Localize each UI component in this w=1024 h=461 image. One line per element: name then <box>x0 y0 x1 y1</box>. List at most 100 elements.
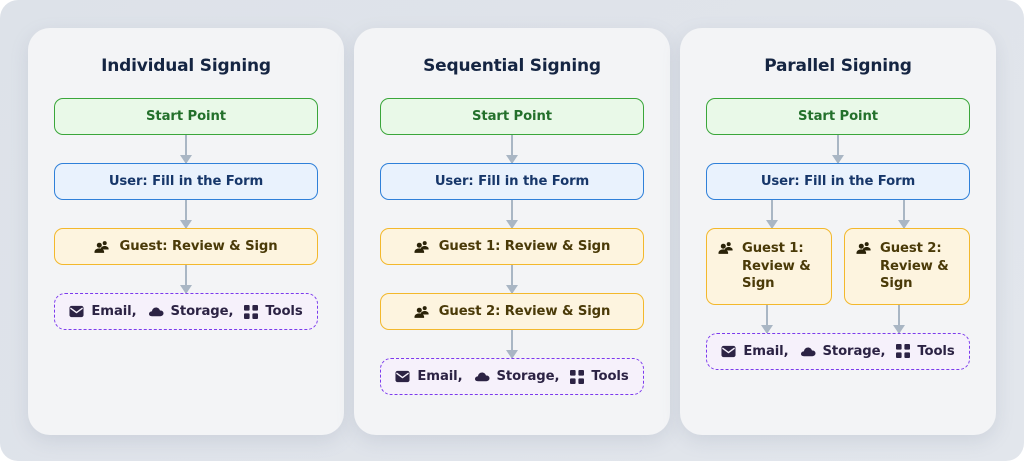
node-integrations[interactable]: Email, Storage, <box>706 332 970 370</box>
arrow-head-icon <box>892 324 905 334</box>
arrow-head-icon <box>766 220 778 230</box>
connector-arrow <box>54 135 318 165</box>
users-icon <box>856 241 872 256</box>
connector-stem <box>765 304 768 333</box>
integration-label: Tools <box>265 304 303 320</box>
node-guest-2-review-sign[interactable]: Guest 2: Review & Sign <box>380 293 644 331</box>
arrow-head-icon <box>506 285 518 295</box>
branch-arrows-split <box>706 200 970 230</box>
integration-label: Email, <box>91 304 137 320</box>
card-title: Sequential Signing <box>423 56 601 76</box>
connector-stem <box>510 135 514 164</box>
integration-storage: Storage, <box>148 304 234 320</box>
parallel-guests-row: Guest 1: Review & Sign Guest 2: Review &… <box>706 228 970 305</box>
arrow-head-icon <box>832 155 844 165</box>
integration-label: Tools <box>917 343 955 359</box>
connector-stem <box>510 330 514 359</box>
branch-arrow-right <box>827 304 970 334</box>
branch-arrow-right <box>838 200 970 230</box>
users-icon <box>94 240 110 255</box>
connector-arrow <box>706 135 970 165</box>
integration-email: Email, <box>69 304 137 320</box>
flow-parallel: Start Point User: Fill in the Form <box>706 98 970 370</box>
node-user-fill-form[interactable]: User: Fill in the Form <box>54 163 318 201</box>
connector-stem <box>902 200 906 229</box>
node-label: Start Point <box>798 109 878 125</box>
users-icon <box>414 305 430 320</box>
arrow-head-icon <box>898 220 910 230</box>
integration-label: Storage, <box>822 343 886 359</box>
arrow-head-icon <box>506 220 518 230</box>
integration-tools: Tools <box>896 343 955 359</box>
node-start-point[interactable]: Start Point <box>54 98 318 136</box>
cards-container: Individual Signing Start Point User: Fil… <box>28 28 996 435</box>
arrow-head-icon <box>506 155 518 165</box>
node-label: User: Fill in the Form <box>108 174 264 190</box>
arrow-head-icon <box>180 220 192 230</box>
connector-arrow <box>380 265 644 295</box>
branch-arrow-left <box>706 200 838 230</box>
flow-sequential: Start Point User: Fill in the Form <box>380 98 644 396</box>
node-label: Guest 2: Review & Sign <box>438 304 611 320</box>
connector-stem <box>770 200 774 229</box>
node-label: Guest: Review & Sign <box>119 239 278 255</box>
envelope-icon <box>721 345 736 358</box>
grid-tools-icon <box>896 344 911 359</box>
integration-email: Email, <box>395 369 463 385</box>
node-guest-2-review-sign[interactable]: Guest 2: Review & Sign <box>844 228 970 305</box>
node-label: Guest 1: Review & Sign <box>742 241 811 292</box>
node-label: Guest 1: Review & Sign <box>438 239 611 255</box>
card-individual-signing: Individual Signing Start Point User: Fil… <box>28 28 344 435</box>
cloud-icon <box>474 371 490 382</box>
integration-label: Email, <box>417 369 463 385</box>
node-integrations[interactable]: Email, Storage, <box>54 293 318 331</box>
cloud-icon <box>800 346 816 357</box>
users-icon <box>718 241 734 256</box>
envelope-icon <box>69 305 84 318</box>
connector-stem <box>184 135 188 164</box>
card-title: Parallel Signing <box>764 56 912 76</box>
integration-storage: Storage, <box>474 369 560 385</box>
card-parallel-signing: Parallel Signing Start Point User: Fill … <box>680 28 996 435</box>
grid-tools-icon <box>570 369 585 384</box>
grid-tools-icon <box>244 304 259 319</box>
integration-label: Storage, <box>496 369 560 385</box>
node-label: User: Fill in the Form <box>434 174 590 190</box>
node-start-point[interactable]: Start Point <box>380 98 644 136</box>
node-label: Guest 2: Review & Sign <box>880 241 949 292</box>
integration-label: Email, <box>743 343 789 359</box>
node-label: User: Fill in the Form <box>760 174 916 190</box>
integration-label: Storage, <box>170 304 234 320</box>
connector-stem <box>184 265 188 294</box>
integration-storage: Storage, <box>800 343 886 359</box>
node-user-fill-form[interactable]: User: Fill in the Form <box>380 163 644 201</box>
connector-stem <box>897 304 900 333</box>
arrow-head-icon <box>506 350 518 360</box>
node-label: Start Point <box>146 109 226 125</box>
connector-arrow <box>54 200 318 230</box>
node-integrations[interactable]: Email, Storage, <box>380 358 644 396</box>
node-user-fill-form[interactable]: User: Fill in the Form <box>706 163 970 201</box>
connector-stem <box>510 265 514 294</box>
arrow-head-icon <box>180 155 192 165</box>
node-start-point[interactable]: Start Point <box>706 98 970 136</box>
integration-email: Email, <box>721 343 789 359</box>
users-icon <box>414 240 430 255</box>
integration-tools: Tools <box>244 304 303 320</box>
envelope-icon <box>395 370 410 383</box>
connector-arrow <box>54 265 318 295</box>
connector-stem <box>184 200 188 229</box>
connector-stem <box>510 200 514 229</box>
node-guest-review-sign[interactable]: Guest: Review & Sign <box>54 228 318 266</box>
card-sequential-signing: Sequential Signing Start Point User: Fil… <box>354 28 670 435</box>
node-guest-1-review-sign[interactable]: Guest 1: Review & Sign <box>706 228 832 305</box>
node-guest-1-review-sign[interactable]: Guest 1: Review & Sign <box>380 228 644 266</box>
integration-tools: Tools <box>570 369 629 384</box>
connector-stem <box>836 135 840 164</box>
cloud-icon <box>148 306 164 317</box>
node-label: Start Point <box>472 109 552 125</box>
connector-arrow <box>380 200 644 230</box>
branch-arrow-left <box>706 304 827 334</box>
branch-arrows-merge <box>706 304 970 334</box>
